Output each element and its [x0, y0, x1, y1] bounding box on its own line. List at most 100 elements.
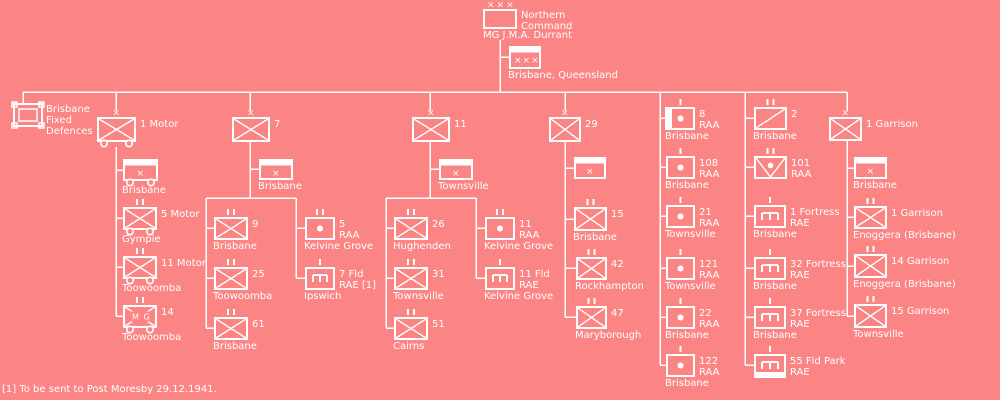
hq-mark: ×××: [514, 56, 540, 66]
echelon-battalion-mark: [587, 249, 590, 255]
echelon-battalion-mark: [413, 209, 415, 215]
echelon-battalion-mark: [142, 297, 144, 303]
location-label: Brisbane: [753, 330, 797, 341]
wheel-icon: [146, 227, 155, 236]
echelon-battalion-mark: [136, 199, 138, 205]
unit-box: [666, 156, 695, 179]
unit-box: [305, 267, 335, 290]
echelon-company-mark: [769, 197, 771, 203]
hq-bar-icon: [510, 47, 540, 53]
hq-bar-icon: [440, 160, 472, 166]
artillery-dot-icon: [677, 314, 684, 321]
fixed-defences-label: Defences: [46, 126, 93, 137]
designation-label: 11: [454, 119, 467, 130]
artillery-dot-icon: [497, 225, 503, 232]
wheel-icon: [147, 178, 156, 187]
infantry-cross-icon: [215, 218, 247, 239]
echelon-company-mark: [679, 148, 682, 154]
unit-b5hq: ×Brisbane: [853, 157, 897, 191]
echelon-battalion-mark: [872, 296, 875, 302]
echelon-battalion-mark: [142, 248, 144, 254]
unit-box: [754, 257, 786, 280]
unit-b5: ×1 Garrison: [829, 109, 918, 141]
echelon-battalion-mark: [407, 209, 409, 215]
wheel-icon: [126, 227, 135, 236]
designation-label: RAE [1]: [339, 280, 376, 291]
infantry-cross-icon: [215, 318, 247, 339]
unit-box: [854, 304, 887, 328]
unit-box: [754, 156, 787, 179]
command-title: Northern: [521, 10, 565, 21]
unit-b1: ×1 Motor: [97, 109, 179, 148]
echelon-brigade-mark: ×: [842, 109, 850, 119]
echelon-battalion-mark: [407, 309, 409, 315]
unit-box: [549, 117, 581, 142]
location-label: Brisbane: [665, 180, 709, 191]
echelon-battalion-mark: [872, 198, 875, 204]
infantry-cross-icon: [215, 268, 247, 289]
wheel-icon: [126, 276, 135, 285]
location-label: Townsville: [664, 281, 716, 292]
designation-label: 61: [252, 319, 265, 330]
unit-box: [394, 317, 428, 340]
designation-label: 7 Fld: [339, 269, 363, 280]
echelon-battalion-mark: [866, 198, 869, 204]
location-label: Brisbane: [573, 232, 617, 243]
unit-box: [754, 205, 786, 228]
echelon-company-mark: [769, 346, 771, 352]
echelon-company-mark: [679, 99, 682, 105]
designation-label: 5: [339, 219, 345, 230]
designation-label: RAA: [699, 270, 720, 281]
echelon-company-mark: [679, 249, 682, 255]
echelon-brigade-mark: ×: [561, 109, 569, 119]
designation-label: RAA: [339, 230, 360, 241]
location-label: Toowoomba: [121, 332, 181, 343]
designation-label: 9: [252, 219, 258, 230]
infantry-cross-icon: [855, 255, 886, 277]
location-label: Townsville: [437, 181, 489, 192]
fort-bastion: [38, 101, 45, 108]
echelon-battalion-mark: [587, 298, 590, 304]
infantry-cross-icon: [98, 118, 135, 141]
designation-label: RAA: [791, 169, 812, 180]
infantry-cross-icon: [830, 118, 861, 140]
infantry-cross-icon: [575, 208, 606, 230]
echelon-battalion-mark: [772, 148, 775, 154]
designation-label: 14 Garrison: [891, 256, 949, 267]
hq-mark: ×: [452, 169, 461, 179]
command-title: Command: [521, 21, 572, 32]
echelon-company-mark: [769, 298, 771, 304]
fort-bastion: [11, 122, 18, 129]
designation-label: RAA: [699, 367, 720, 378]
hq-mark: ×: [867, 167, 876, 177]
unit-b4: ×29: [549, 109, 598, 142]
unit-b2: ×7: [232, 109, 280, 142]
unit-box: [854, 206, 887, 229]
designation-label: RAE: [790, 367, 810, 378]
unit-box: [485, 217, 515, 240]
echelon-battalion-mark: [413, 309, 415, 315]
unit-box: [214, 217, 248, 240]
unit-box: [754, 107, 787, 130]
location-label: Brisbane: [665, 131, 709, 142]
unit-box: [394, 217, 428, 240]
unit-box: [123, 256, 157, 279]
designation-label: 11: [519, 219, 532, 230]
designation-label: 7: [274, 119, 280, 130]
fort-outer: [13, 103, 43, 127]
echelon-battalion-mark: [227, 259, 229, 265]
designation-label: 51: [432, 319, 445, 330]
fixed-defences-label: Fixed: [46, 115, 72, 126]
